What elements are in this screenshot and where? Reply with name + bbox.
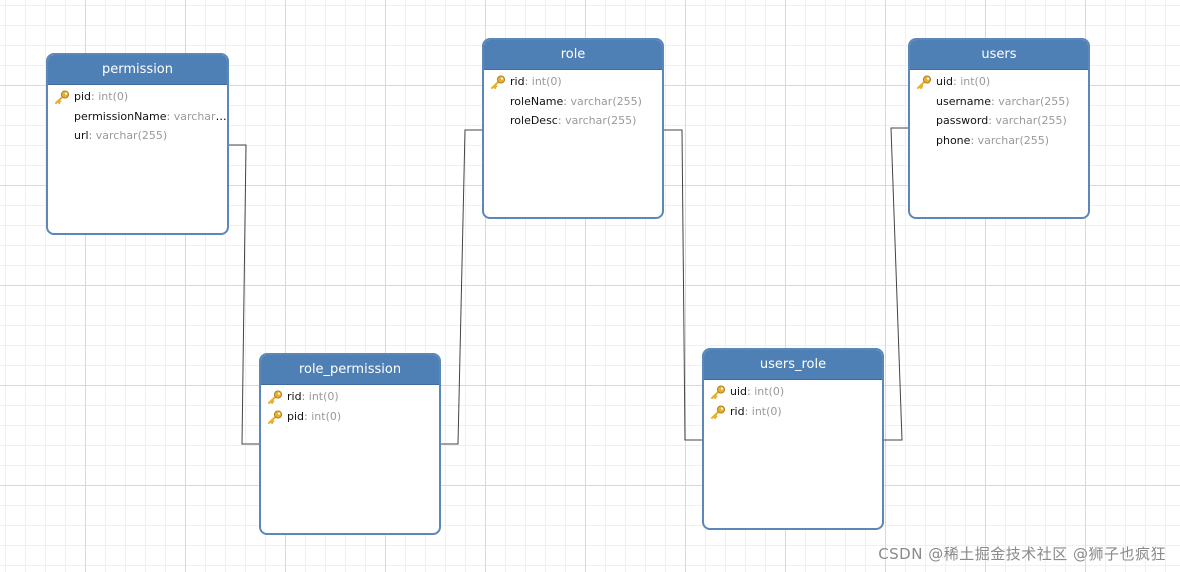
field-separator: : xyxy=(970,133,978,147)
relation-line-permission-role_permission xyxy=(229,144,259,445)
field-name: rid xyxy=(510,75,525,88)
field-separator: : xyxy=(301,390,309,403)
entity-title: role_permission xyxy=(261,355,439,385)
field-list: uid: int(0)rid: int(0) xyxy=(704,380,882,421)
entity-title: users_role xyxy=(704,350,882,380)
field-type: int(0) xyxy=(751,404,782,418)
field-name: password xyxy=(936,114,989,127)
field-row[interactable]: uid: int(0) xyxy=(910,72,1088,92)
entity-users[interactable]: users uid: int(0)username: varchar(255)p… xyxy=(908,38,1090,219)
entity-users-role[interactable]: users_role uid: int(0)rid: int(0) xyxy=(702,348,884,530)
field-separator: : xyxy=(557,114,566,127)
field-type: varchar(255) xyxy=(995,114,1067,127)
field-separator: : xyxy=(524,75,532,88)
relation-line-users-users_role xyxy=(884,127,908,441)
field-name: permissionName xyxy=(74,109,167,123)
key-icon xyxy=(711,385,725,399)
key-icon xyxy=(268,410,282,424)
entity-title: role xyxy=(484,40,662,70)
field-name: pid xyxy=(287,409,305,423)
relation-line-role-users_role xyxy=(664,129,702,441)
field-list: rid: int(0)pid: int(0) xyxy=(261,385,439,426)
entity-role[interactable]: role rid: int(0)roleName: varchar(255)ro… xyxy=(482,38,664,219)
field-list: uid: int(0)username: varchar(255)passwor… xyxy=(910,70,1088,150)
field-name: uid xyxy=(730,385,748,398)
field-type: int(0) xyxy=(311,409,342,423)
field-type: varchar(... xyxy=(173,109,227,123)
field-name: username xyxy=(936,94,991,108)
field-type: int(0) xyxy=(308,390,339,403)
field-type: int(0) xyxy=(98,90,129,103)
key-icon xyxy=(491,75,505,89)
key-icon xyxy=(268,390,282,404)
field-row[interactable]: phone: varchar(255) xyxy=(910,131,1088,151)
entity-title: users xyxy=(910,40,1088,70)
field-separator: : xyxy=(88,129,96,142)
field-row[interactable]: rid: int(0) xyxy=(704,402,882,422)
field-type: varchar(255) xyxy=(998,94,1070,108)
field-type: int(0) xyxy=(960,75,991,88)
field-row[interactable]: pid: int(0) xyxy=(261,407,439,427)
field-name: uid xyxy=(936,75,954,88)
field-separator: : xyxy=(166,109,174,123)
entity-title: permission xyxy=(48,55,227,85)
field-name: roleName xyxy=(510,94,564,108)
field-type: varchar(255) xyxy=(565,114,637,127)
field-separator: : xyxy=(563,94,571,108)
field-type: int(0) xyxy=(531,75,562,88)
field-separator: : xyxy=(744,404,752,418)
field-list: rid: int(0)roleName: varchar(255)roleDes… xyxy=(484,70,662,131)
field-row[interactable]: url: varchar(255) xyxy=(48,126,227,146)
entity-permission[interactable]: permission pid: int(0)permissionName: va… xyxy=(46,53,229,235)
field-name: phone xyxy=(936,133,971,147)
relation-line-role-role_permission xyxy=(441,129,482,445)
field-type: int(0) xyxy=(754,385,785,398)
field-type: varchar(255) xyxy=(977,133,1050,147)
field-row[interactable]: username: varchar(255) xyxy=(910,92,1088,112)
field-row[interactable]: rid: int(0) xyxy=(484,72,662,92)
field-row[interactable]: uid: int(0) xyxy=(704,382,882,402)
key-icon xyxy=(711,405,725,419)
field-row[interactable]: roleDesc: varchar(255) xyxy=(484,111,662,131)
field-row[interactable]: pid: int(0) xyxy=(48,87,227,107)
field-row[interactable]: rid: int(0) xyxy=(261,387,439,407)
watermark: CSDN @稀土掘金技术社区 @狮子也疯狂 xyxy=(878,545,1166,563)
key-icon xyxy=(917,75,931,89)
key-icon xyxy=(55,90,69,104)
field-name: url xyxy=(74,129,89,142)
field-row[interactable]: roleName: varchar(255) xyxy=(484,92,662,112)
field-name: roleDesc xyxy=(510,114,558,127)
field-type: varchar(255) xyxy=(570,94,642,108)
field-name: rid xyxy=(730,404,745,418)
field-row[interactable]: password: varchar(255) xyxy=(910,111,1088,131)
field-list: pid: int(0)permissionName: varchar(...ur… xyxy=(48,85,227,146)
field-row[interactable]: permissionName: varchar(... xyxy=(48,107,227,127)
field-name: rid xyxy=(287,390,302,403)
field-type: varchar(255) xyxy=(95,129,168,142)
field-name: pid xyxy=(74,90,92,103)
entity-role-permission[interactable]: role_permission rid: int(0)pid: int(0) xyxy=(259,353,441,535)
